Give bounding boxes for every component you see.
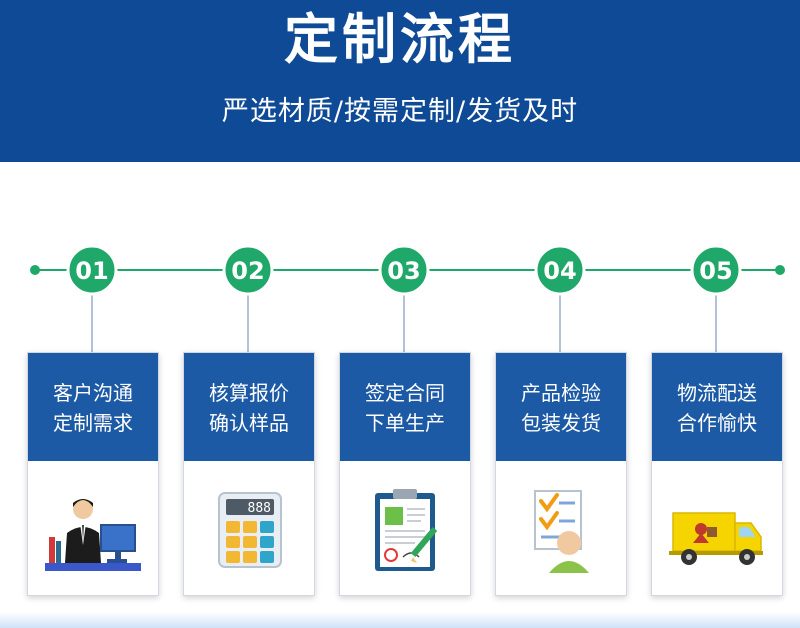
step-card-02: 核算报价 确认样品 888 bbox=[183, 352, 315, 596]
calculator-display: 888 bbox=[248, 501, 271, 516]
delivery-truck-icon bbox=[669, 512, 763, 565]
step-title-line1: 物流配送 bbox=[677, 381, 757, 405]
step-number: 03 bbox=[387, 257, 420, 285]
step-card-05: 物流配送 合作愉快 bbox=[651, 352, 783, 596]
step-card-04: 产品检验 包装发货 bbox=[495, 352, 627, 596]
step-badge-05: 05 bbox=[690, 244, 742, 296]
businessman-at-computer-icon bbox=[45, 499, 141, 571]
step-number: 01 bbox=[75, 257, 108, 285]
page-title: 定制流程 bbox=[284, 8, 516, 71]
step-title-line2: 定制需求 bbox=[53, 411, 133, 435]
step-title-line2: 确认样品 bbox=[209, 411, 289, 435]
page-subtitle: 严选材质/按需定制/发货及时 bbox=[221, 96, 579, 127]
step-number: 04 bbox=[543, 257, 576, 285]
step-card-header: 客户沟通 定制需求 bbox=[28, 353, 158, 461]
step-title-line2: 下单生产 bbox=[365, 411, 445, 435]
step-number: 02 bbox=[231, 257, 264, 285]
inspector-checklist-icon bbox=[534, 490, 589, 573]
step-title-line1: 核算报价 bbox=[209, 381, 289, 405]
process-timeline: 01 02 03 04 05 bbox=[30, 244, 785, 352]
footer-gradient bbox=[0, 612, 800, 628]
step-card-header: 签定合同 下单生产 bbox=[340, 353, 470, 461]
step-badge-03: 03 bbox=[378, 244, 430, 296]
step-card-01: 客户沟通 定制需求 bbox=[27, 352, 159, 596]
step-card-03: 签定合同 下单生产 bbox=[339, 352, 471, 596]
step-badge-01: 01 bbox=[66, 244, 118, 296]
step-badge-02: 02 bbox=[222, 244, 274, 296]
step-card-header: 核算报价 确认样品 bbox=[184, 353, 314, 461]
step-title-line2: 合作愉快 bbox=[677, 411, 757, 435]
step-title-line1: 签定合同 bbox=[365, 381, 445, 405]
step-title-line1: 产品检验 bbox=[521, 381, 601, 405]
timeline-start-dot bbox=[30, 265, 40, 275]
step-title-line1: 客户沟通 bbox=[53, 381, 133, 405]
header-banner: 定制流程 严选材质/按需定制/发货及时 bbox=[0, 0, 800, 162]
clipboard-contract-icon bbox=[375, 489, 438, 571]
step-title-line2: 包装发货 bbox=[521, 411, 601, 435]
timeline-end-dot bbox=[775, 265, 785, 275]
step-card-header: 物流配送 合作愉快 bbox=[652, 353, 782, 461]
step-badge-04: 04 bbox=[534, 244, 586, 296]
step-number: 05 bbox=[699, 257, 732, 285]
calculator-icon: 888 bbox=[218, 492, 282, 568]
step-card-header: 产品检验 包装发货 bbox=[496, 353, 626, 461]
